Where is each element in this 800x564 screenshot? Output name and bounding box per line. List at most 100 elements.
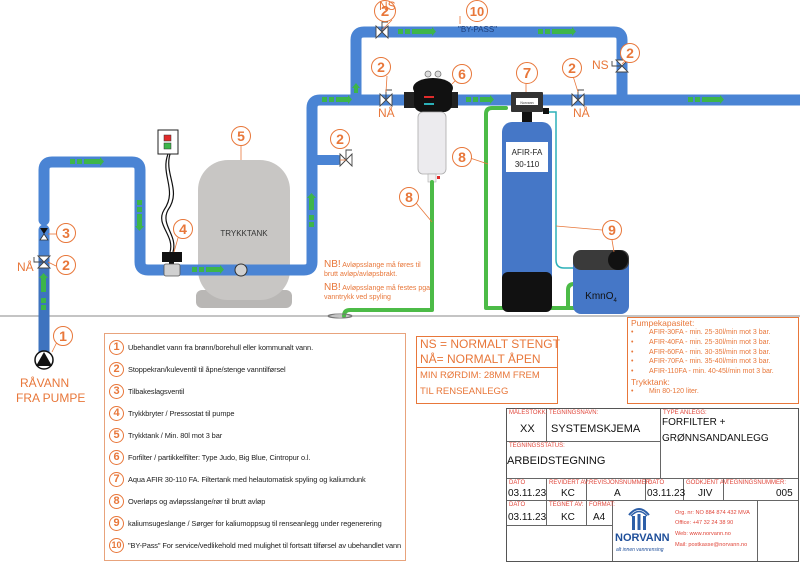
flow-arrows [39, 27, 724, 310]
kmno4-subscript: 4 [614, 298, 618, 304]
min-pipe-dim-line2: TIL RENSEANLEGG [420, 386, 509, 397]
legend-number: 7 [109, 471, 124, 487]
bypass-inlet-valve-icon[interactable] [375, 21, 389, 40]
legend-number: 5 [109, 427, 124, 443]
legend-item: 5 Trykktank / Min. 80l mot 3 bar [109, 425, 222, 445]
pump-capacity-heading: Pumpekapasitet: [631, 318, 695, 328]
legend-number: 1 [109, 339, 124, 355]
callout-4: 4 [173, 219, 193, 239]
callout-3: 3 [56, 223, 76, 243]
value-type-anlegg-1: FORFILTER + [662, 417, 726, 428]
callout-2-filter-in: 2 [371, 57, 391, 77]
filter-tank: AFIR-FA 30-110 Norvann [502, 92, 578, 312]
valve-legend-box: NS = NORMALT STENGT NÅ= NORMALT ÅPEN MIN… [416, 336, 560, 404]
callout-2-drain: 2 [330, 129, 350, 149]
pipe-network [38, 26, 800, 358]
cell-tegningsnavn: TEGNINGSNAVN: SYSTEMSKJEMA [547, 409, 661, 442]
value-format: A4 [593, 512, 606, 523]
nb-note-1-line2: brutt avløp/avløpsbrakt. [324, 271, 398, 278]
company-info: NORVANN alt innen vannrensing Org. nr: N… [613, 501, 758, 561]
filter-outlet-valve-icon[interactable] [571, 89, 585, 108]
legend-text: Stoppekran/kuleventil til åpne/stenge va… [128, 364, 286, 374]
prefilter [404, 70, 458, 183]
caption-tegnet-av: TEGNET AV: [549, 502, 584, 508]
raw-water-label-1: RÅVANN [20, 376, 70, 390]
value-tegningsstatus: ARBEIDSTEGNING [507, 455, 606, 467]
caption-tegningsstatus: TEGNINGSSTATUS: [509, 443, 565, 449]
legend-text: Aqua AFIR 30-110 FA. Filtertank med hela… [128, 474, 366, 484]
legend-text: Trykktank / Min. 80l mot 3 bar [128, 430, 223, 440]
cell-tegningsstatus: TEGNINGSSTATUS: ARBEIDSTEGNING [507, 442, 661, 479]
company-slogan: alt innen vannrensing [616, 547, 664, 553]
legend-text: Tilbakeslagsventil [128, 386, 185, 396]
title-block: MÅLESTOKK: XX TEGNINGSNAVN: SYSTEMSKJEMA… [506, 408, 799, 562]
value-malestokk: XX [520, 423, 535, 435]
company-name: NORVANN [615, 532, 670, 544]
value-dato-3: 03.11.23 [508, 512, 547, 523]
cell-malestokk: MÅLESTOKK: XX [507, 409, 547, 442]
pump-capacity-box: Pumpekapasitet: •AFIR-30FA - min. 25-30l… [627, 317, 799, 404]
valve-state-na-inlet: NÅ [17, 260, 34, 274]
nb-note-2-prefix: NB! [324, 282, 341, 293]
nb-note-1-line1: Avløpsslange må føres til [342, 262, 421, 269]
cell-revidert-av: REVIDERT AV: KC [547, 479, 589, 501]
nb-note-2: NB! Avløpsslange må festes pga vanntrykk… [324, 283, 430, 302]
na-definition: NÅ= NORMALT ÅPEN [420, 352, 541, 366]
legend-text: Trykkbryter / Pressostat til pumpe [128, 408, 235, 418]
filter-inlet-valve-icon[interactable] [379, 89, 393, 108]
trykktank-label: TRYKKTANK [220, 229, 268, 238]
caption-tegningsnavn: TEGNINGSNAVN: [549, 410, 599, 416]
inlet-valve-icon[interactable] [33, 255, 52, 269]
callout-8-right: 8 [452, 147, 472, 167]
cell-dato-2: DATO 03.11.23 [646, 479, 686, 501]
valve-state-ns-top: NS [379, 0, 396, 13]
bullet: • [631, 368, 634, 376]
value-tegningsnavn: SYSTEMSKJEMA [551, 423, 641, 435]
company-office: Office: +47 32 24 38 90 [675, 520, 734, 526]
company-mail[interactable]: Mail: postkasse@norvann.no [675, 542, 748, 548]
legend-item: 7 Aqua AFIR 30-110 FA. Filtertank med hel… [109, 469, 366, 489]
valve-state-ns-bypass-out: NS [592, 58, 609, 72]
value-dato-2: 03.11.23 [647, 488, 686, 499]
drain-outlet [327, 313, 353, 319]
filter-tank-label-2: 30-110 [515, 160, 540, 169]
capacity-item: •AFIR-40FA - min. 25-30l/min mot 3 bar. [628, 338, 798, 348]
capacity-item: •AFIR-70FA - min. 35-40l/min mot 3 bar. [628, 357, 798, 367]
tank-item: •Min 80-120 liter. [628, 387, 798, 397]
legend-number: 2 [109, 361, 124, 377]
caption-dato-3: DATO [509, 502, 526, 508]
drain-valve-icon[interactable] [339, 149, 353, 168]
callout-5: 5 [231, 126, 251, 146]
capacity-item: •AFIR-30FA - min. 25-30l/min mot 3 bar. [628, 328, 798, 338]
nb-note-1: NB! Avløpsslange må føres til brutt avlø… [324, 260, 421, 279]
caption-malestokk: MÅLESTOKK: [509, 410, 548, 416]
cell-tegnet-av: TEGNET AV: KC [547, 501, 587, 526]
bypass-label: "BY-PASS" [458, 25, 498, 34]
callout-7: 7 [516, 62, 538, 84]
tank-heading: Trykktank: [631, 376, 670, 387]
value-tegnet-av: KC [561, 512, 575, 523]
cell-format: FORMAT: A4 [587, 501, 615, 526]
legend-number: 4 [109, 405, 124, 421]
bullet: • [631, 348, 634, 356]
pressure-switch [157, 129, 182, 277]
legend-text: Forfilter / partikkelfilter: Type Judo, … [128, 452, 311, 462]
legend-text: kaliumsugeslange / Sørger for kaliumopps… [128, 518, 382, 528]
legend-number: 10 [109, 537, 124, 553]
cell-godkjent-av: GODKJENT AV: JIV [684, 479, 729, 501]
nb-note-2-line1: Avløpsslange må festes pga [342, 285, 431, 292]
cell-dato-1: DATO 03.11.23 [507, 479, 547, 501]
filter-tank-label-1: AFIR-FA [512, 148, 543, 157]
capacity-text: AFIR-40FA - min. 25-30l/min mot 3 bar. [649, 338, 771, 346]
bullet: • [631, 358, 634, 366]
callout-2-bypass-in: 2 [374, 0, 396, 22]
callout-9: 9 [602, 220, 622, 240]
norvann-logo-icon [628, 508, 650, 530]
pressure-tank: TRYKKTANK [196, 160, 292, 308]
company-web[interactable]: Web: www.norvann.no [675, 531, 731, 537]
cell-type-anlegg: TYPE ANLEGG: FORFILTER + GRØNNSANDANLEGG [661, 409, 798, 479]
legend-item: 10"BY-Pass" For service/vedlikehold med … [109, 535, 401, 555]
company-org: Org. nr: NO 884 874 432 MVA [675, 510, 750, 516]
